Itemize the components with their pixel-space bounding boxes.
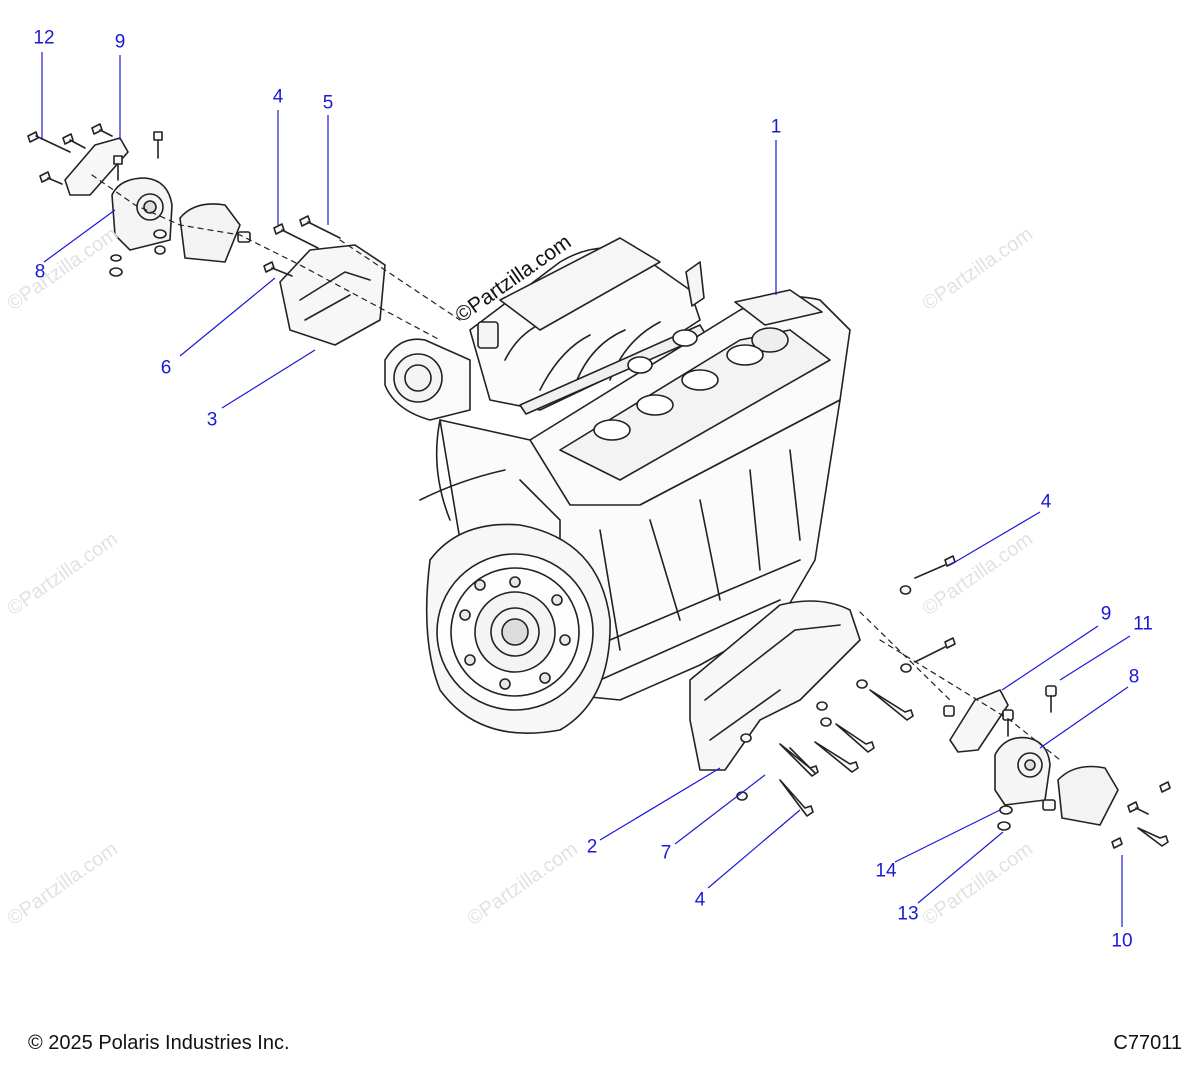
callout-4-top: 4 bbox=[272, 86, 284, 108]
callout-11: 11 bbox=[1133, 613, 1153, 635]
leader-lines bbox=[41, 52, 1131, 927]
callout-3: 3 bbox=[206, 409, 218, 431]
copyright-text: © 2025 Polaris Industries Inc. bbox=[28, 1032, 290, 1054]
callout-8-top: 8 bbox=[34, 261, 46, 283]
callout-8-right: 8 bbox=[1128, 666, 1140, 688]
callout-13: 13 bbox=[897, 903, 919, 925]
callout-2: 2 bbox=[586, 836, 598, 858]
mount-bracket-2 bbox=[689, 600, 861, 771]
callout-6: 6 bbox=[160, 357, 172, 379]
callout-1: 1 bbox=[770, 116, 782, 138]
assembly-guide-lines bbox=[91, 174, 1061, 761]
callout-9-right: 9 bbox=[1100, 603, 1112, 625]
callout-9-top: 9 bbox=[114, 31, 126, 53]
callout-10: 10 bbox=[1111, 930, 1133, 952]
callout-12: 12 bbox=[33, 27, 55, 49]
callout-4-right: 4 bbox=[1040, 491, 1052, 513]
callout-4-bottom: 4 bbox=[694, 889, 706, 911]
callout-7: 7 bbox=[660, 842, 672, 864]
callout-14: 14 bbox=[875, 860, 897, 882]
diagram-id: C77011 bbox=[1113, 1032, 1182, 1054]
left-mount-group bbox=[64, 137, 386, 346]
fasteners bbox=[27, 123, 1171, 849]
right-mount-group bbox=[949, 689, 1119, 826]
callout-5: 5 bbox=[322, 92, 334, 114]
engine-assembly bbox=[384, 237, 851, 734]
